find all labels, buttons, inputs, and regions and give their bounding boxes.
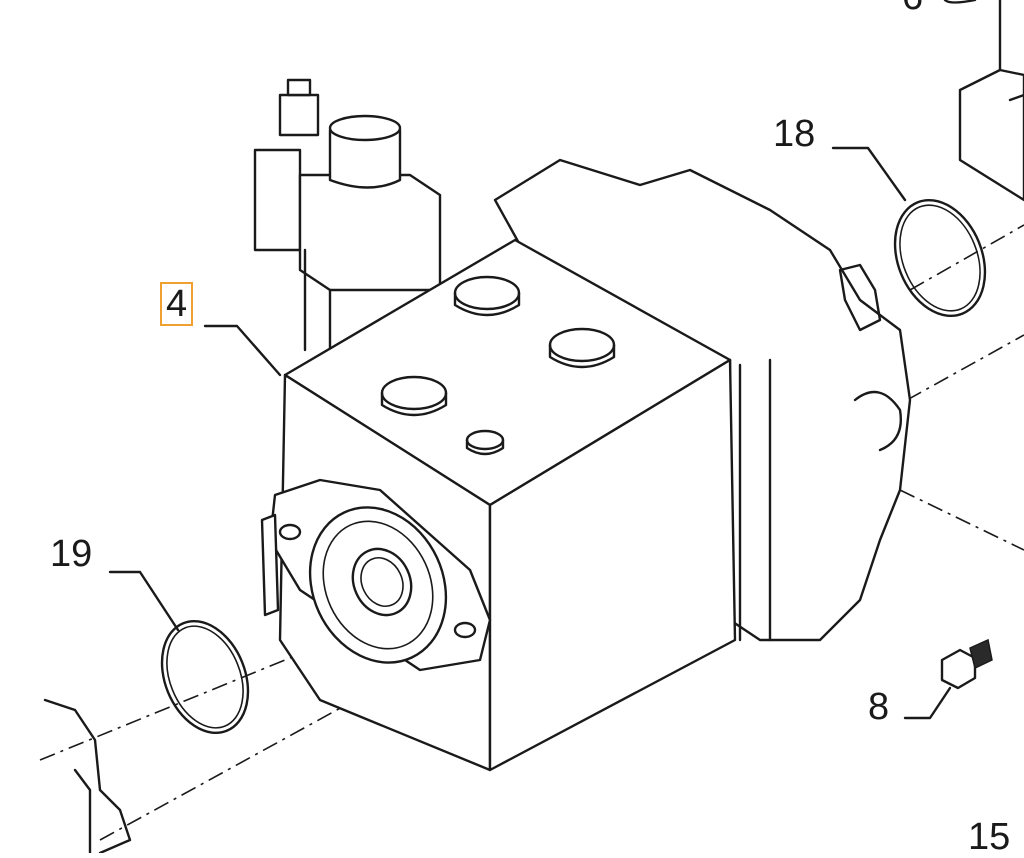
callout-top[interactable]: 6 (902, 0, 923, 16)
bolt-8 (940, 638, 993, 690)
o-ring-18 (893, 198, 987, 318)
left-edge-component (43, 698, 132, 853)
right-edge-component (958, 0, 1024, 202)
callout-8[interactable]: 8 (868, 686, 890, 728)
callout-19[interactable]: 19 (50, 533, 93, 575)
mounting-flange (260, 478, 492, 672)
solenoid-valve (253, 78, 442, 352)
o-ring-19 (160, 619, 250, 735)
leader-lines (108, 0, 977, 720)
pump-rear-housing (493, 158, 912, 642)
callout-4[interactable]: 4 (159, 282, 194, 326)
callout-18[interactable]: 18 (773, 113, 816, 155)
callout-15[interactable]: 15 (968, 816, 1011, 858)
